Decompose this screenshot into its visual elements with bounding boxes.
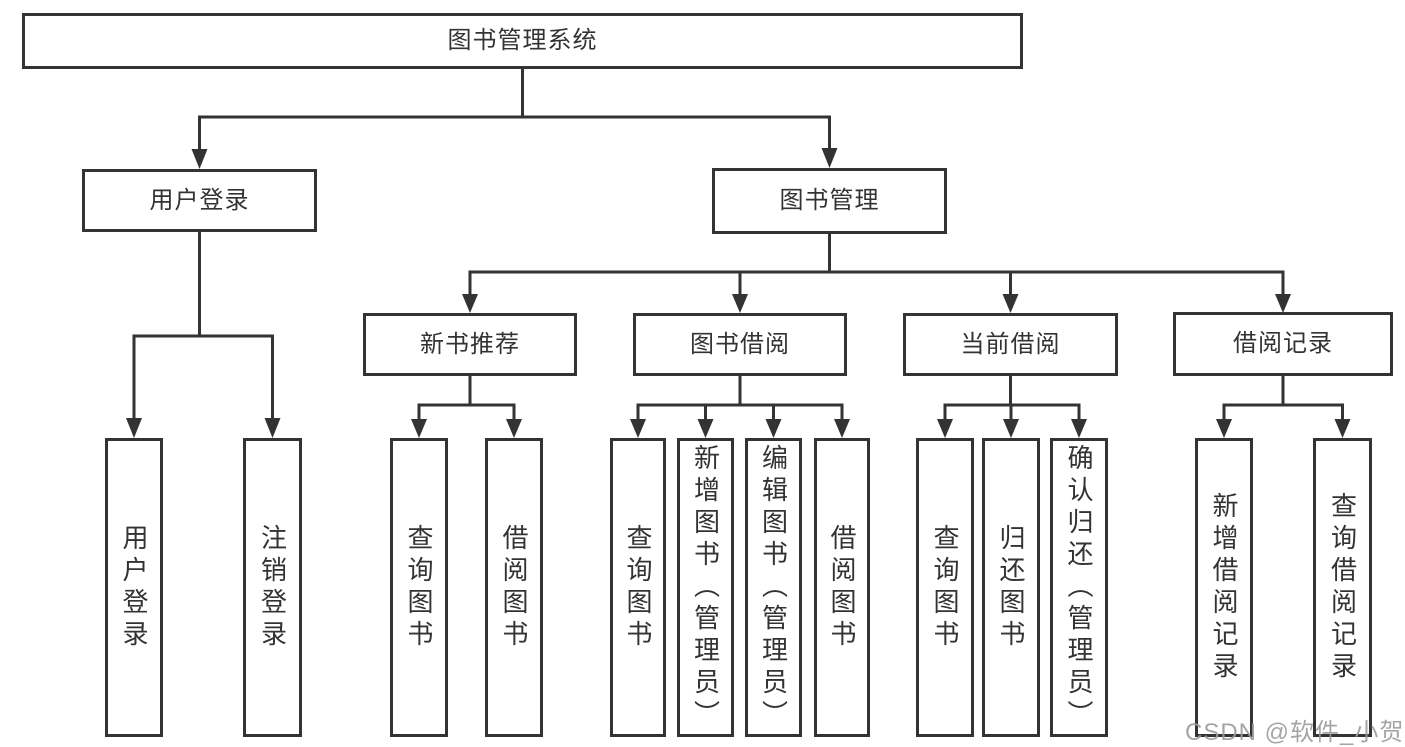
leaf-user-login: 用户登录: [105, 438, 163, 737]
leaf-borrow-book-new: 借阅图书: [485, 438, 543, 737]
leaf-confirm-return-admin: 确认归还（管理员）: [1050, 438, 1108, 737]
node-book-borrow: 图书借阅: [633, 313, 847, 376]
leaf-query-book-new: 查询图书: [390, 438, 448, 737]
leaf-query-book-current: 查询图书: [916, 438, 974, 737]
node-book-borrow-label: 图书借阅: [690, 330, 790, 358]
node-borrow-records-label: 借阅记录: [1233, 330, 1333, 357]
leaf-return-book: 归还图书: [982, 438, 1040, 737]
leaf-user-login-label: 用户登录: [119, 523, 149, 652]
leaf-edit-book-admin-label: 编辑图书（管理员）: [758, 443, 789, 732]
node-new-book-recommend-label: 新书推荐: [420, 330, 520, 358]
leaf-query-borrow-record: 查询借阅记录: [1313, 438, 1372, 737]
leaf-borrow-book-label: 借阅图书: [827, 523, 857, 652]
leaf-add-borrow-record: 新增借阅记录: [1195, 438, 1253, 737]
csdn-watermark: CSDN @软件_小贺同学: [1185, 719, 1405, 746]
node-book-management: 图书管理: [712, 168, 947, 234]
leaf-borrow-book-new-label: 借阅图书: [499, 523, 529, 652]
leaf-confirm-return-admin-label: 确认归还（管理员）: [1064, 443, 1094, 732]
node-user-login: 用户登录: [82, 169, 317, 232]
node-root: 图书管理系统: [22, 13, 1023, 69]
node-borrow-records: 借阅记录: [1173, 312, 1393, 376]
leaf-query-book-current-label: 查询图书: [930, 523, 960, 652]
leaf-logout-label: 注销登录: [257, 523, 288, 652]
leaf-add-borrow-record-label: 新增借阅记录: [1209, 491, 1239, 684]
leaf-edit-book-admin: 编辑图书（管理员）: [745, 438, 802, 737]
leaf-add-book-admin-label: 新增图书（管理员）: [690, 443, 721, 732]
leaf-logout: 注销登录: [243, 438, 302, 737]
leaf-query-borrow-record-label: 查询借阅记录: [1327, 491, 1358, 684]
leaf-borrow-book: 借阅图书: [814, 438, 870, 737]
leaf-query-book-borrow: 查询图书: [610, 438, 666, 737]
leaf-add-book-admin: 新增图书（管理员）: [677, 438, 734, 737]
node-current-borrow: 当前借阅: [903, 313, 1118, 376]
node-root-label: 图书管理系统: [447, 27, 598, 54]
leaf-return-book-label: 归还图书: [996, 523, 1026, 652]
leaf-query-book-borrow-label: 查询图书: [623, 523, 653, 652]
node-user-login-label: 用户登录: [149, 186, 250, 214]
node-current-borrow-label: 当前借阅: [960, 330, 1061, 358]
arrowheads: [126, 148, 1351, 438]
leaf-query-book-new-label: 查询图书: [404, 523, 434, 652]
node-book-management-label: 图书管理: [779, 187, 880, 214]
node-new-book-recommend: 新书推荐: [363, 313, 577, 376]
